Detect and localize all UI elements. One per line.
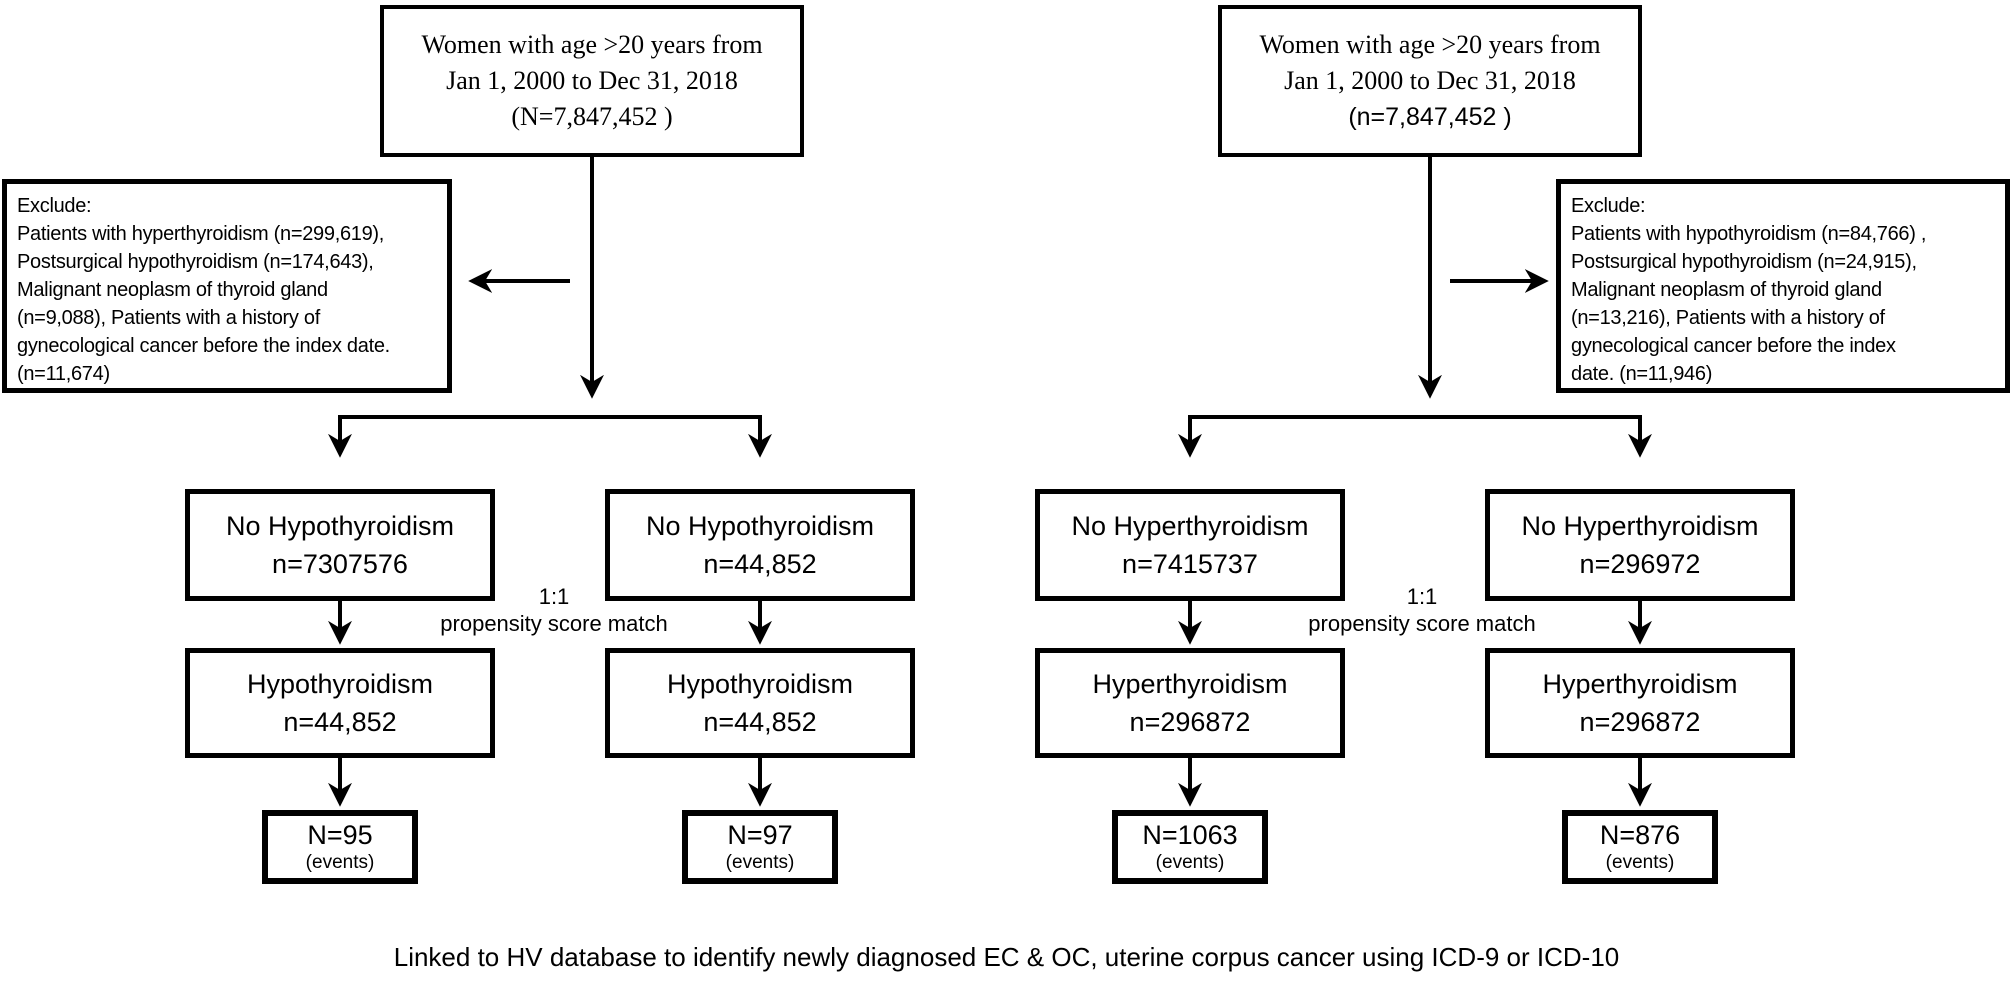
events-n: N=876 (1599, 820, 1681, 850)
events-n: N=1063 (1142, 820, 1238, 850)
footer-caption: Linked to HV database to identify newly … (393, 942, 1620, 972)
no-hyperthyroidism-matched-box: No Hyperthyroidism n=296972 (1485, 489, 1795, 601)
exclude-line: Malignant neoplasm of thyroid gland (17, 279, 328, 301)
hyperthyroidism-full-box: Hyperthyroidism n=296872 (1035, 648, 1345, 758)
cohort-title: Hyperthyroidism (1092, 669, 1288, 699)
hypothyroidism-full-box: Hypothyroidism n=44,852 (185, 648, 495, 758)
source-line: Women with age >20 years from (421, 30, 763, 59)
source-population-box-right: Women with age >20 years from Jan 1, 200… (1218, 5, 1642, 157)
cohort-n: n=44,852 (703, 549, 817, 579)
cohort-title: Hyperthyroidism (1542, 669, 1738, 699)
exclude-line: gynecological cancer before the index da… (17, 335, 390, 357)
cohort-title: No Hyperthyroidism (1071, 511, 1309, 541)
source-population-box-left: Women with age >20 years from Jan 1, 200… (380, 5, 804, 157)
events-label: (events) (1605, 852, 1675, 873)
no-hypothyroidism-full-box: No Hypothyroidism n=7307576 (185, 489, 495, 601)
cohort-title: Hypothyroidism (666, 669, 854, 699)
exclude-line: Patients with hypothyroidism (n=84,766) … (1571, 223, 1927, 245)
cohort-n: n=296872 (1579, 707, 1701, 737)
cohort-n: n=44,852 (703, 707, 817, 737)
cohort-n: n=296972 (1579, 549, 1701, 579)
exclude-line: (n=9,088), Patients with a history of (17, 307, 320, 329)
source-line: Jan 1, 2000 to Dec 31, 2018 (1284, 66, 1576, 95)
exclude-line: (n=11,674) (17, 363, 110, 385)
cohort-title: No Hypothyroidism (645, 511, 875, 541)
no-hypothyroidism-matched-box: No Hypothyroidism n=44,852 (605, 489, 915, 601)
exclude-line: Postsurgical hypothyroidism (n=174,643), (17, 251, 374, 273)
events-label: (events) (305, 852, 375, 873)
exclude-line: gynecological cancer before the index (1571, 335, 1896, 357)
events-box-hyper-matched: N=876 (events) (1562, 810, 1718, 884)
events-box-hyper-full: N=1063 (events) (1112, 810, 1268, 884)
no-hyperthyroidism-full-box: No Hyperthyroidism n=7415737 (1035, 489, 1345, 601)
match-ratio: 1:1 (538, 584, 570, 609)
cohort-n: n=44,852 (283, 707, 397, 737)
match-label-right: 1:1 propensity score match (1272, 583, 1572, 637)
exclude-line: Postsurgical hypothyroidism (n=24,915), (1571, 251, 1917, 273)
events-n: N=97 (727, 820, 793, 850)
cohort-title: No Hypothyroidism (225, 511, 455, 541)
events-n: N=95 (307, 820, 373, 850)
events-box-hypo-full: N=95 (events) (262, 810, 418, 884)
match-label-left: 1:1 propensity score match (404, 583, 704, 637)
hypothyroidism-matched-box: Hypothyroidism n=44,852 (605, 648, 915, 758)
exclude-line: date. (n=11,946) (1571, 363, 1713, 385)
exclude-line: Patients with hyperthyroidism (n=299,619… (17, 223, 385, 245)
source-n: (n=7,847,452 ) (1348, 103, 1512, 131)
match-ratio: 1:1 (1406, 584, 1438, 609)
match-method: propensity score match (440, 611, 668, 636)
source-n: (N=7,847,452 ) (511, 102, 673, 131)
hyperthyroidism-matched-box: Hyperthyroidism n=296872 (1485, 648, 1795, 758)
cohort-n: n=7307576 (272, 549, 408, 579)
source-line: Jan 1, 2000 to Dec 31, 2018 (446, 66, 738, 95)
cohort-n: n=296872 (1129, 707, 1251, 737)
exclude-line: Malignant neoplasm of thyroid gland (1571, 279, 1882, 301)
match-method: propensity score match (1308, 611, 1536, 636)
source-line: Women with age >20 years from (1259, 30, 1601, 59)
exclude-box-left: Exclude: Patients with hyperthyroidism (… (2, 179, 452, 393)
cohort-n: n=7415737 (1122, 549, 1258, 579)
exclude-box-right: Exclude: Patients with hypothyroidism (n… (1556, 179, 2010, 393)
cohort-title: No Hyperthyroidism (1521, 511, 1759, 541)
events-label: (events) (725, 852, 795, 873)
exclude-line: Exclude: (17, 195, 92, 217)
events-box-hypo-matched: N=97 (events) (682, 810, 838, 884)
events-label: (events) (1155, 852, 1225, 873)
exclude-line: (n=13,216), Patients with a history of (1571, 307, 1885, 329)
exclude-line: Exclude: (1571, 195, 1646, 217)
cohort-title: Hypothyroidism (246, 669, 434, 699)
